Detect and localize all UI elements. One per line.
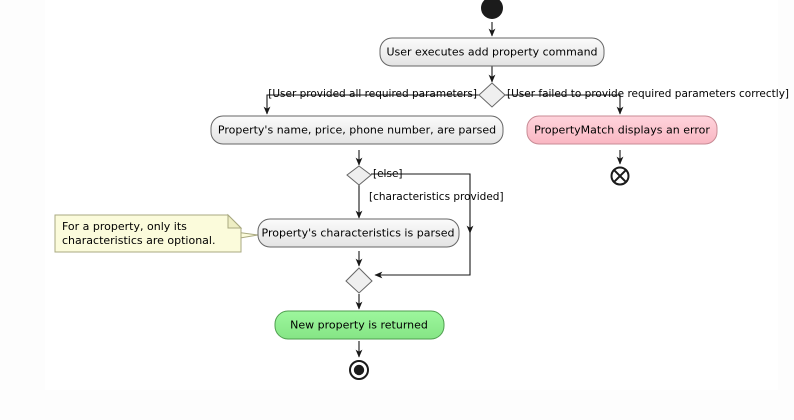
activity-error-shape[interactable] <box>526 115 718 145</box>
guard-label-characteristics-provided: [characteristics provided] <box>369 191 504 203</box>
activity-returned-shape[interactable] <box>274 310 445 340</box>
guard-label-params-ok: [User provided all required parameters] <box>268 88 477 100</box>
activity-new-property-returned[interactable]: New property is returned <box>274 310 445 340</box>
initial-node <box>481 0 503 19</box>
note-characteristics-optional: For a property, only its characteristics… <box>54 213 259 253</box>
flow-final-node <box>610 166 630 186</box>
activity-propertymatch-error[interactable]: PropertyMatch displays an error <box>526 115 718 145</box>
note-line-1: For a property, only its <box>62 220 187 233</box>
decision-node-characteristics[interactable] <box>346 165 372 186</box>
activity-error-label: PropertyMatch displays an error <box>534 124 710 137</box>
activity-characteristics-label: Property's characteristics is parsed <box>262 227 455 240</box>
final-node <box>349 360 369 380</box>
activity-user-executes-command[interactable]: User executes add property command <box>379 37 605 67</box>
activity-characteristics-parsed[interactable]: Property's characteristics is parsed <box>257 218 460 248</box>
merge-node[interactable] <box>345 267 373 294</box>
activity-characteristics-shape[interactable] <box>257 218 460 248</box>
guard-label-else: [else] <box>373 168 403 180</box>
guard-label-params-failed: [User failed to provide required paramet… <box>507 88 789 100</box>
edge-decision-to-error <box>504 94 624 115</box>
note-line-2: characteristics are optional. <box>62 234 215 247</box>
activity-returned-label: New property is returned <box>290 319 428 332</box>
note-fold-corner <box>227 213 243 229</box>
edge-layer <box>263 22 624 358</box>
activity-parsed-shape[interactable] <box>210 115 504 145</box>
activity-property-parsed[interactable]: Property's name, price, phone number, ar… <box>210 115 504 145</box>
note-body <box>54 214 242 253</box>
activity-command-shape[interactable] <box>379 37 605 67</box>
activity-parsed-label: Property's name, price, phone number, ar… <box>218 124 496 137</box>
activity-command-label: User executes add property command <box>386 46 597 59</box>
decision-node-parameters[interactable] <box>478 82 506 108</box>
edge-decision-to-parsed <box>263 94 480 115</box>
